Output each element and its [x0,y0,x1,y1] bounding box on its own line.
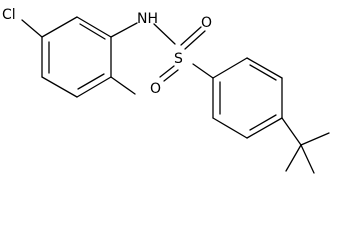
ring-left-bond [76,16,112,38]
amine-label: NH [137,11,158,27]
ring-right-double-bond [249,64,277,81]
ring-right-double-bond [249,114,277,131]
bond-ring-cl [21,19,43,38]
molecule-drawing: Cl NH S O O [2,7,330,174]
bond-s-ring [192,63,214,79]
ring-left-bond [76,76,112,98]
ring-left-bond [41,16,78,38]
sulfur-label: S [174,51,183,67]
ring-left-double-bond [77,73,105,90]
ring-right-bond [212,57,248,79]
bond-s-o-bottom [163,69,179,82]
bond-nh-s [153,23,176,45]
bond-tbutyl-methyl [300,132,330,146]
ring-left-bond [41,76,78,98]
atom-labels: Cl NH S O O [2,7,212,97]
ring-right-bond [246,117,283,139]
bond-ring-nh [110,22,138,38]
bond-ring-methyl [110,76,136,95]
bond-s-o-top [180,26,202,46]
bond-s-o-top [184,30,206,50]
ring-right-bond [212,117,248,139]
structure-diagram: Cl NH S O O [2,7,330,174]
bond-tbutyl-methyl [300,144,315,174]
bond-ring-tbutyl [281,117,302,146]
bond-tbutyl-methyl [285,144,302,172]
ring-left-double-bond [79,23,106,40]
bonds [21,16,330,174]
bond-s-o-bottom [159,65,175,78]
oxygen-bottom-label: O [150,81,161,97]
ring-right-bond [246,57,283,79]
oxygen-top-label: O [201,15,212,31]
chlorine-label: Cl [2,7,16,23]
